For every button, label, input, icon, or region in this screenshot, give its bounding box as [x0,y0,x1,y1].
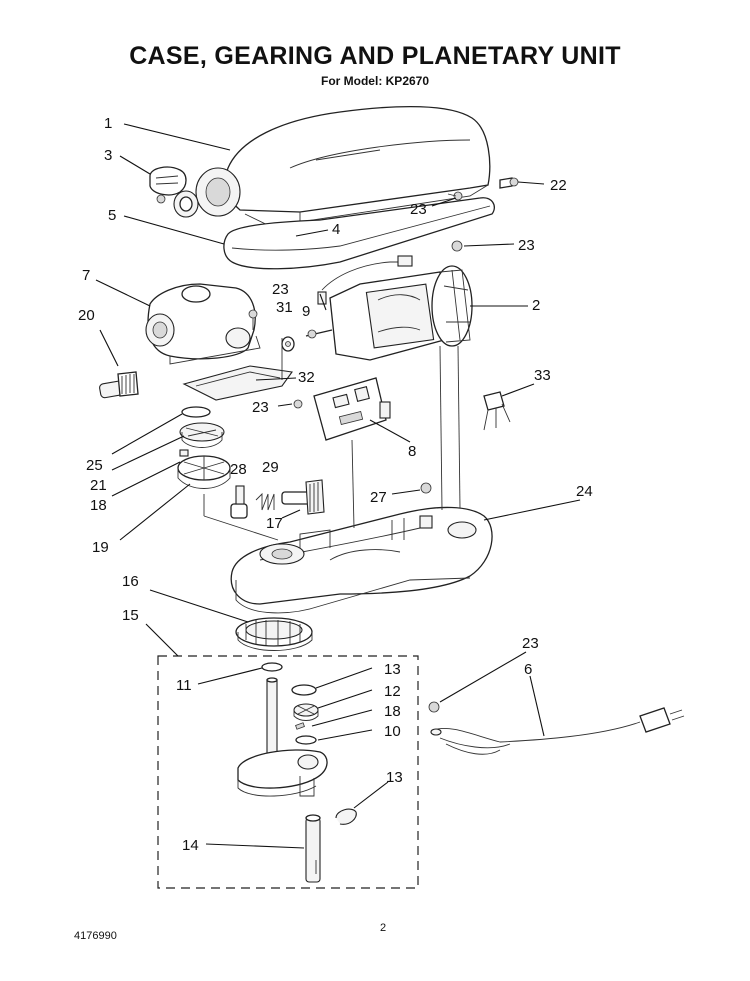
part-upper-housing [195,105,491,223]
callout-13a: 13 [384,661,401,678]
callout-19: 19 [92,539,109,556]
callout-12: 12 [384,683,401,700]
callout-31: 31 [276,299,293,316]
part-motor-assembly [305,255,473,361]
screw-23-left [248,309,258,330]
screw-23-board [293,399,303,409]
callout-3: 3 [104,147,112,164]
planetary-unit [237,662,357,883]
callout-33: 33 [534,367,551,384]
callout-21: 21 [90,477,107,494]
callout-23c: 23 [272,281,289,298]
part-28-29-17 [230,479,325,519]
callout-23a: 23 [410,201,427,218]
callout-16: 16 [122,573,139,590]
callout-23b: 23 [518,237,535,254]
callout-18a: 18 [90,497,107,514]
callout-13b: 13 [386,769,403,786]
screws-top-right [447,177,519,252]
callout-28: 28 [230,461,247,478]
part-attachment-knob [149,166,199,218]
callout-4: 4 [332,221,340,238]
part-33-capacitor [483,391,511,431]
callout-7: 7 [82,267,90,284]
callout-27: 27 [370,489,387,506]
leader-lines [95,123,581,849]
callout-24: 24 [576,483,593,500]
callout-6: 6 [524,661,532,678]
callout-20: 20 [78,307,95,324]
callout-5: 5 [108,207,116,224]
callout-29: 29 [262,459,279,476]
callout-8: 8 [408,443,416,460]
model-subtitle: For Model: KP2670 [320,74,430,88]
callout-25: 25 [86,457,103,474]
callout-labels: 1 3 5 4 22 23 23 7 23 31 9 2 20 32 33 23… [78,115,593,854]
callout-9: 9 [302,303,310,320]
assembly-guide-lines [203,338,461,541]
part-15-planetary-box [157,655,419,889]
part-trim-band [223,197,495,270]
gear-stack [177,406,231,489]
callout-17: 17 [266,515,283,532]
callout-15: 15 [122,607,139,624]
callout-14: 14 [182,837,199,854]
callout-23d: 23 [252,399,269,416]
part-16-ring-gear [235,617,313,651]
callout-18b: 18 [384,703,401,720]
callout-10: 10 [384,723,401,740]
part-32-gasket [182,365,293,401]
document-number: 4176990 [74,930,117,942]
callout-2: 2 [532,297,540,314]
part-6-power-cord [428,701,685,755]
part-20-worm-shaft [99,371,139,399]
page-number: 2 [380,922,387,934]
page-title: CASE, GEARING AND PLANETARY UNIT [129,42,621,70]
callout-11: 11 [176,677,192,694]
callout-32: 32 [298,369,315,386]
part-24-lower-housing [230,506,493,614]
callout-22: 22 [550,177,567,194]
callout-23e: 23 [522,635,539,652]
callout-1: 1 [104,115,112,132]
part-gear-housing [145,283,261,365]
part-8-control-board [313,377,391,441]
screw-27 [420,482,432,494]
